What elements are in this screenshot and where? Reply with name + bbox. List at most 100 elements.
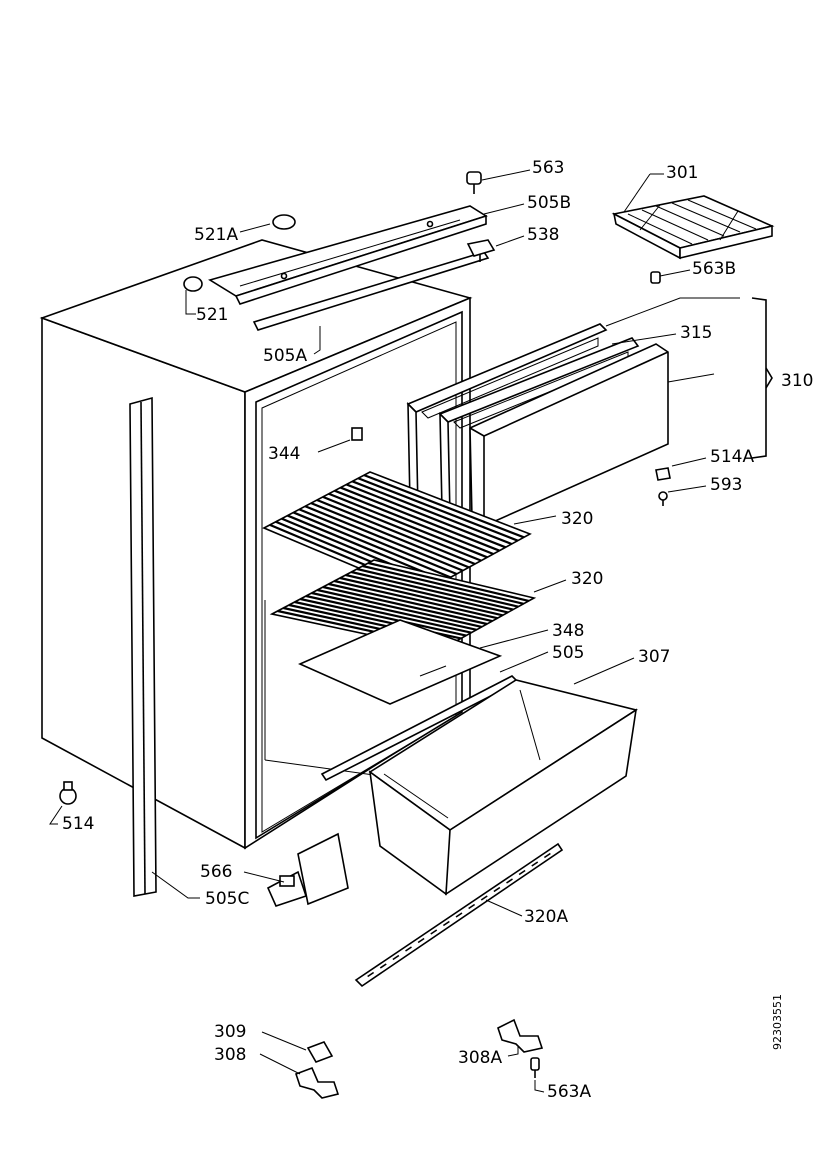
runner-slot: [518, 869, 526, 876]
part-514-foot: [59, 781, 77, 805]
label-563A: 563A: [547, 1082, 591, 1102]
label-310: 310: [781, 371, 813, 391]
door-panel-edge: [469, 427, 485, 437]
part-309-block: [306, 1041, 334, 1063]
label-320-lower: 320: [571, 569, 603, 589]
leader-307: [573, 657, 635, 685]
label-563B: 563B: [692, 259, 736, 279]
shelf-wire: [345, 573, 509, 614]
leader-563A: [534, 1080, 545, 1093]
runner-slot: [417, 937, 425, 944]
ice-tray-divider: [641, 209, 709, 241]
glass-shelf-body: [298, 619, 503, 705]
shelf-wire: [362, 564, 524, 605]
shelf-wire: [328, 582, 493, 623]
label-514: 514: [62, 814, 94, 834]
drawer-side: [445, 708, 638, 896]
frame-inner: [421, 337, 599, 419]
strip-505A: [252, 251, 490, 331]
screw-head: [658, 491, 668, 501]
shelf-320-lower: [269, 559, 537, 651]
shelf-wire: [356, 567, 519, 608]
label-307: 307: [638, 647, 670, 667]
runner-slot: [480, 895, 488, 901]
runner-slot: [367, 971, 375, 978]
bracket-tip: [765, 367, 773, 389]
shelf-wire: [340, 486, 500, 552]
door-panel-edge: [483, 351, 669, 437]
part-563B-nut: [650, 271, 661, 284]
label-320A: 320A: [524, 907, 568, 927]
strip-505A-body: [252, 251, 490, 331]
ice-tray-divider: [719, 210, 739, 241]
label-308A: 308A: [458, 1048, 502, 1068]
leader-308: [259, 1053, 301, 1075]
shelf-wire: [346, 483, 506, 549]
label-593: 593: [710, 475, 742, 495]
label-505B: 505B: [527, 193, 571, 213]
label-315: 315: [680, 323, 712, 343]
clip-body: [351, 427, 363, 441]
leader-521: [185, 290, 196, 315]
shelf-wire: [363, 474, 525, 539]
block-body: [306, 1041, 334, 1063]
runner-slot: [405, 946, 412, 952]
screw-head: [530, 1057, 540, 1071]
foot-stem: [63, 781, 73, 791]
part-344-clip: [351, 427, 363, 441]
shelf-wire: [328, 492, 488, 559]
runner-slot: [531, 861, 539, 867]
part-514A-nut: [655, 467, 671, 481]
runner-slot: [543, 852, 551, 859]
nut-body: [650, 271, 661, 284]
ice-tray-side: [679, 224, 773, 260]
glass-shelf-348: [298, 619, 503, 705]
shelf-wire: [334, 489, 494, 556]
shelf-wire: [351, 480, 513, 546]
leader-514: [49, 805, 63, 825]
shelf-wire: [368, 561, 530, 602]
leader-320b: [533, 579, 567, 593]
label-566: 566: [200, 862, 232, 882]
label-309: 309: [214, 1022, 246, 1042]
shelf-wire: [293, 511, 451, 579]
seal-strip-groove: [140, 401, 146, 895]
hinge-knuckle: [279, 875, 295, 887]
hinge-hole: [426, 220, 434, 228]
part-308A-bracket: [497, 1018, 544, 1053]
runner-slot: [430, 929, 438, 935]
leader-301: [623, 173, 651, 213]
hinge-566: [266, 832, 349, 907]
leader-309: [261, 1031, 307, 1051]
runner-slot: [455, 912, 463, 918]
part-521A-cap: [272, 214, 296, 230]
leader-320A: [485, 899, 523, 917]
freezer-door-frame: [406, 323, 608, 512]
screw-head: [466, 171, 482, 185]
ice-tray-301: [611, 195, 775, 260]
label-538: 538: [527, 225, 559, 245]
leader-505C: [151, 871, 200, 899]
leader-563: [481, 169, 531, 181]
shelf-wire: [339, 576, 503, 617]
leader-514A: [671, 457, 707, 467]
leader-315: [611, 333, 677, 345]
part-labels: 563 301 505B 521A 538 563B 521 315 505A …: [62, 158, 813, 1102]
bracket-body: [294, 1066, 340, 1099]
drawer-inner-edge: [519, 689, 541, 761]
drawer-inner-edge: [383, 773, 449, 819]
runner-slot: [468, 903, 476, 910]
label-505A: 505A: [263, 346, 307, 366]
shelf-wire: [357, 477, 519, 542]
label-301: 301: [666, 163, 698, 183]
runner-slot: [442, 920, 450, 927]
hinge-hole: [280, 272, 288, 280]
cap-body: [183, 276, 203, 292]
document-id: 92303551: [771, 994, 784, 1050]
shelf-wire: [334, 579, 498, 620]
leader-566: [243, 871, 285, 883]
leader-521A: [239, 223, 271, 233]
leader-344: [317, 439, 351, 453]
part-563A-screw: [530, 1057, 540, 1078]
